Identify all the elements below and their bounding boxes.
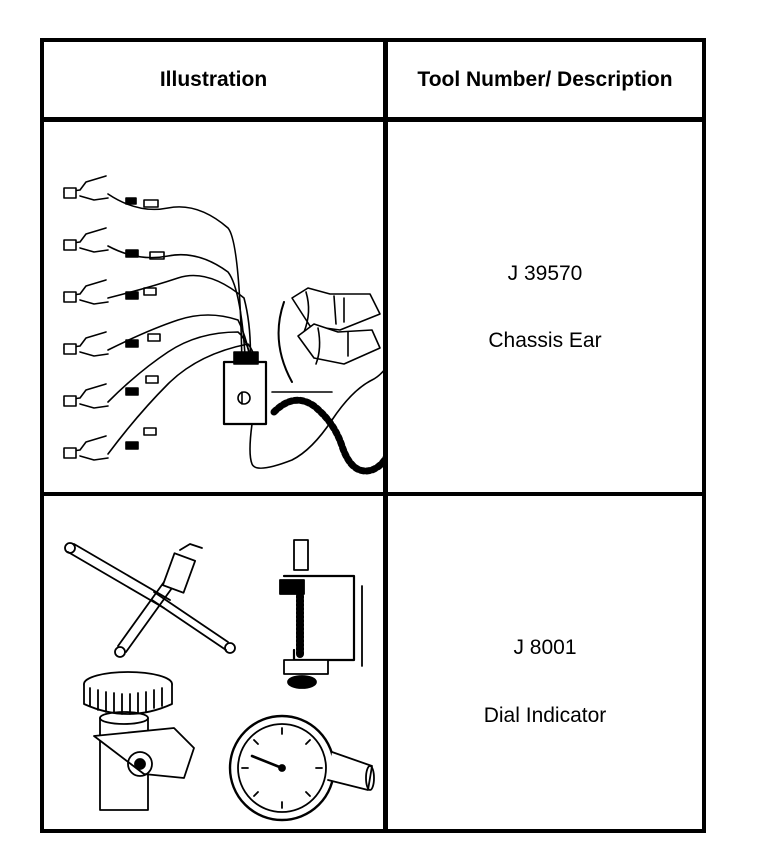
chassis-ear-tool-icon [44,122,383,492]
dial-indicator-set-icon [44,496,383,829]
header-illustration: Illustration [159,67,268,91]
tool-table: Illustration Tool Number/ Description [40,38,706,833]
table-border-left [40,38,44,833]
row-divider [40,492,706,496]
tool-description: Chassis Ear [488,329,602,352]
indicator-base-icon [83,671,195,811]
table-row: J 8001 Dial Indicator [388,496,702,829]
table-row: J 39570 Chassis Ear [388,122,702,492]
c-clamp-icon [279,539,363,689]
header-divider [40,117,706,122]
rod-clamp-icon [64,542,236,658]
tool-number: J 39570 [507,262,583,285]
table-border-right [702,38,706,833]
alligator-clip [63,331,253,409]
alligator-clip [63,227,247,373]
header-description: Tool Number/ Description [417,67,673,91]
table-border-bottom [40,829,706,833]
table-border-top [40,38,706,42]
alligator-clip [63,274,252,369]
alligator-clip [63,314,253,371]
column-divider [383,38,388,833]
dial-gauge-icon [228,714,375,822]
alligator-clip [63,175,243,369]
tool-description: Dial Indicator [483,704,607,727]
tool-number: J 8001 [513,636,577,659]
